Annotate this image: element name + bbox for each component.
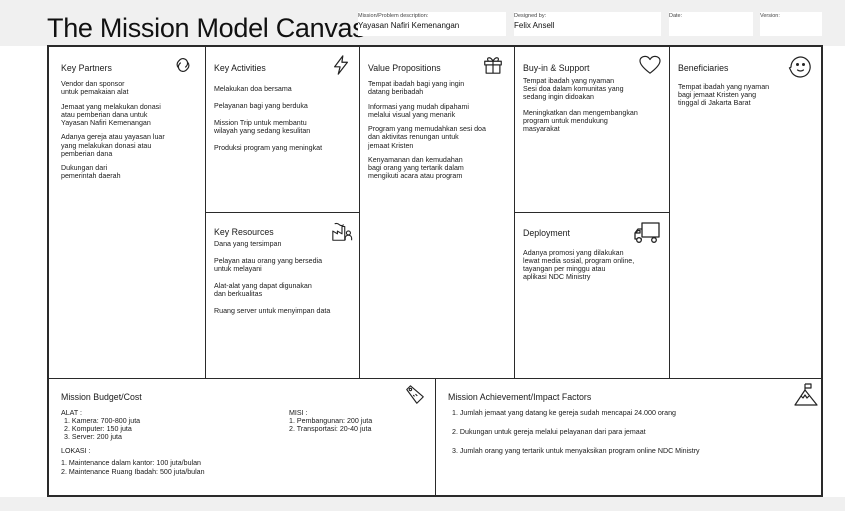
mission-description-label: Mission/Problem description: — [358, 13, 429, 19]
budget-lokasi-heading: LOKASI : — [61, 447, 91, 456]
list-item: 2. Transportasi: 20-40 juta — [289, 425, 372, 434]
list-item: Pelayan atau orang yang bersedia untuk m… — [214, 257, 323, 274]
gift-icon — [482, 53, 504, 75]
key-activities-title: Key Activities — [214, 63, 266, 73]
footer-background — [0, 497, 845, 511]
grid-divider — [514, 212, 669, 213]
deployment-title: Deployment — [523, 228, 570, 238]
key-activities-block[interactable]: Key Activities Melakukan doa bersama Pel… — [206, 47, 359, 212]
buy-in-support-title: Buy-in & Support — [523, 63, 590, 73]
list-item: Dana yang tersimpan — [214, 240, 282, 248]
mountain-flag-icon — [794, 383, 818, 407]
list-item: Jemaat yang melakukan donasi atau pember… — [61, 102, 161, 127]
key-resources-title: Key Resources — [214, 227, 274, 237]
list-item: Tempat ibadah yang nyaman bagi jemaat Kr… — [678, 83, 770, 108]
key-activities-list: Melakukan doa bersama Pelayanan bagi yan… — [214, 85, 356, 159]
list-item: Adanya promosi yang dilakukan lewat medi… — [523, 249, 635, 282]
value-propositions-list: Tempat ibadah bagi yang ingin datang ber… — [368, 80, 514, 187]
list-item: 1. Kamera: 700-800 juta — [64, 417, 141, 426]
version-field[interactable]: Version: — [760, 12, 822, 36]
list-item: Dukungan dari pemerintah daerah — [61, 164, 121, 181]
list-item: Alat-alat yang dapat digunakan dan berku… — [214, 282, 312, 299]
list-item: 2. Dukungan untuk gereja melalui pelayan… — [452, 428, 646, 437]
list-item: 1. Pembangunan: 200 juta — [289, 417, 373, 426]
list-item: Melakukan doa bersama — [214, 85, 292, 93]
mission-achievement-block[interactable]: Mission Achievement/Impact Factors 1. Ju… — [436, 379, 821, 495]
budget-left-column: ALAT : 1. Kamera: 700-800 juta 2. Komput… — [61, 409, 281, 476]
date-label: Date: — [669, 13, 683, 19]
budget-misi-heading: MISI : — [289, 409, 308, 417]
lightning-icon — [330, 54, 352, 76]
designed-by-value: Felix Ansell — [514, 21, 555, 30]
value-propositions-block[interactable]: Value Propositions Tempat ibadah bagi ya… — [360, 47, 514, 378]
key-resources-list: Dana yang tersimpan Pelayan atau orang y… — [214, 240, 356, 322]
date-field[interactable]: Date: — [669, 12, 753, 36]
mission-budget-block[interactable]: Mission Budget/Cost ALAT : 1. Kamera: 70… — [49, 379, 435, 495]
list-item: Kenyamanan dan kemudahan bagi orang yang… — [368, 156, 464, 181]
designed-by-label: Designed by: — [514, 13, 547, 19]
grid-divider — [49, 378, 821, 379]
list-item: Vendor dan sponsor untuk pemakaian alat — [61, 80, 129, 97]
list-item: 3. Server: 200 juta — [64, 433, 122, 442]
link-icon — [172, 54, 194, 76]
budget-right-column: MISI : 1. Pembangunan: 200 juta 2. Trans… — [289, 409, 429, 433]
version-label: Version: — [760, 13, 780, 19]
deployment-block[interactable]: Deployment Adanya promosi yang dilakukan… — [515, 213, 669, 378]
grid-divider — [205, 212, 359, 213]
mission-achievement-list: 1. Jumlah jemaat yang datang ke gereja s… — [452, 409, 812, 462]
page-title: The Mission Model Canvas — [47, 13, 366, 43]
list-item: Adanya gereja atau yayasan luar yang mel… — [61, 133, 165, 158]
mission-description-value: Yayasan Nafiri Kemenangan — [358, 21, 460, 30]
list-item: Informasi yang mudah dipahami melalui vi… — [368, 102, 469, 119]
list-item: Pelayanan bagi yang berduka — [214, 102, 308, 111]
list-item: Mission Trip untuk membantu wilayah yang… — [214, 119, 311, 136]
list-item: 2. Komputer: 150 juta — [64, 425, 132, 434]
key-partners-title: Key Partners — [61, 63, 112, 73]
list-item: Ruang server untuk menyimpan data — [214, 307, 331, 316]
mission-description-field[interactable]: Mission/Problem description: Yayasan Naf… — [358, 12, 506, 36]
mission-model-canvas: Key Partners Vendor dan sponsor untuk pe… — [47, 45, 823, 497]
beneficiaries-title: Beneficiaries — [678, 63, 729, 73]
beneficiaries-list: Tempat ibadah yang nyaman bagi jemaat Kr… — [678, 83, 818, 114]
deployment-list: Adanya promosi yang dilakukan lewat medi… — [523, 249, 669, 288]
mission-achievement-title: Mission Achievement/Impact Factors — [448, 392, 592, 402]
smiley-face-icon — [788, 55, 812, 79]
key-partners-block[interactable]: Key Partners Vendor dan sponsor untuk pe… — [49, 47, 205, 378]
price-tag-icon — [404, 384, 426, 406]
list-item: Program yang memudahkan sesi doa dan akt… — [368, 125, 486, 150]
list-item: 1. Jumlah jemaat yang datang ke gereja s… — [452, 409, 677, 417]
list-item: Tempat ibadah bagi yang ingin datang ber… — [368, 80, 465, 97]
list-item: 1. Maintenance dalam kantor: 100 juta/bu… — [61, 459, 201, 468]
grid-divider — [359, 47, 360, 378]
heart-icon — [637, 55, 663, 75]
truck-icon — [633, 221, 661, 245]
value-propositions-title: Value Propositions — [368, 63, 441, 73]
designed-by-field[interactable]: Designed by: Felix Ansell — [514, 12, 661, 36]
list-item: Tempat ibadah yang nyaman Sesi doa dalam… — [523, 77, 624, 102]
key-partners-list: Vendor dan sponsor untuk pemakaian alat … — [61, 80, 201, 187]
list-item: Meningkatkan dan mengembangkan program u… — [523, 109, 638, 134]
mission-budget-title: Mission Budget/Cost — [61, 392, 142, 402]
grid-divider — [669, 47, 670, 378]
list-item: 3. Jumlah orang yang tertarik untuk meny… — [452, 447, 700, 456]
list-item: Produksi program yang meningkat — [214, 144, 323, 153]
factory-worker-icon — [331, 221, 353, 243]
budget-alat-heading: ALAT : — [61, 409, 83, 417]
beneficiaries-block[interactable]: Beneficiaries Tempat ibadah yang nyaman … — [670, 47, 821, 378]
list-item: 2. Maintenance Ruang Ibadah: 500 juta/bu… — [61, 467, 205, 476]
buy-in-support-list: Tempat ibadah yang nyaman Sesi doa dalam… — [523, 77, 669, 140]
key-resources-block[interactable]: Key Resources Dana yang tersimpan Pelaya… — [206, 213, 359, 378]
buy-in-support-block[interactable]: Buy-in & Support Tempat ibadah yang nyam… — [515, 47, 669, 212]
grid-divider — [435, 378, 436, 495]
